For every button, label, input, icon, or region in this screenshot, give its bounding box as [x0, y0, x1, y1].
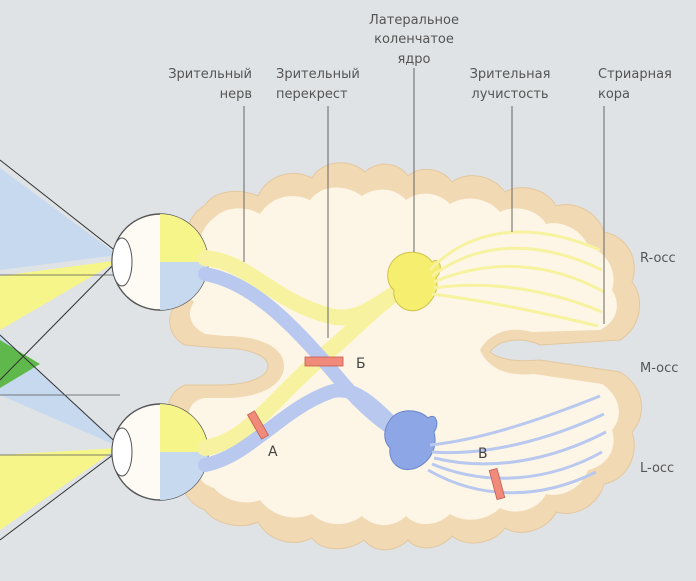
label-chiasm-line2: перекрест	[276, 87, 348, 102]
label-m-occ: M-occ	[640, 361, 678, 376]
brain-silhouette	[165, 163, 641, 550]
label-chiasm-line1: Зрительный	[276, 67, 360, 82]
label-striate-line2: кора	[598, 87, 630, 102]
field-bottom-yellow	[0, 448, 118, 530]
label-optic-nerve-line2: нерв	[220, 87, 252, 102]
label-optic-nerve-line1: Зрительный	[168, 67, 252, 82]
label-l-occ: L-occ	[640, 461, 674, 476]
eye-top	[112, 214, 208, 310]
label-radiation-line1: Зрительная	[470, 67, 551, 82]
eye-top-lens	[112, 238, 132, 286]
field-top-blue-wedge	[0, 168, 118, 270]
label-radiation-line2: лучистость	[471, 87, 548, 102]
marker-v: В	[478, 446, 488, 462]
label-lgn-line3: ядро	[397, 52, 430, 67]
marker-a: А	[268, 444, 278, 460]
label-striate-line1: Стриарная	[598, 67, 672, 82]
brain-white-matter	[184, 187, 619, 525]
marker-b: Б	[356, 356, 366, 372]
visual-fields	[0, 160, 122, 540]
eye-bottom-lens	[112, 428, 132, 476]
label-lgn-line1: Латеральное	[369, 13, 459, 28]
lesion-bar-b	[305, 357, 343, 366]
eyes	[112, 214, 208, 500]
label-r-occ: R-occ	[640, 251, 676, 266]
label-lgn-line2: коленчатое	[374, 32, 454, 47]
eye-bottom	[112, 404, 208, 500]
